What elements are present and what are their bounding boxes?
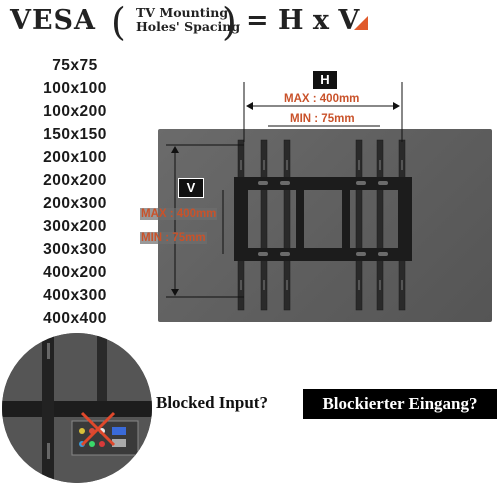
size-item: 400x200 bbox=[43, 264, 107, 281]
size-item: 200x100 bbox=[43, 149, 107, 166]
size-item: 150x150 bbox=[43, 126, 107, 143]
header-right-paren: ) bbox=[222, 0, 237, 44]
size-item: 400x300 bbox=[43, 287, 107, 304]
header-vesa: VESA bbox=[10, 5, 96, 36]
h-min-label: MIN : 75mm bbox=[290, 113, 355, 125]
header-subtitle-line2: Holes' Spacing bbox=[136, 19, 241, 34]
accent-triangle-icon bbox=[354, 16, 368, 30]
header-left-paren: ( bbox=[111, 0, 126, 44]
size-item: 300x200 bbox=[43, 218, 107, 235]
header-subtitle-line1: TV Mounting bbox=[136, 5, 229, 20]
bracket-closeup-icon bbox=[2, 333, 152, 483]
size-item: 200x300 bbox=[43, 195, 107, 212]
h-max-label: MAX : 400mm bbox=[284, 93, 360, 105]
size-item: 100x100 bbox=[43, 80, 107, 97]
blocked-input-de: Blockierter Eingang? bbox=[303, 389, 497, 419]
size-item: 200x200 bbox=[43, 172, 107, 189]
size-item: 300x300 bbox=[43, 241, 107, 258]
size-item: 400x400 bbox=[43, 310, 107, 327]
h-dimension bbox=[243, 82, 403, 142]
blocked-input-closeup bbox=[2, 333, 152, 483]
v-label: V bbox=[178, 178, 204, 198]
v-min-label: MIN : 75mm bbox=[140, 232, 207, 244]
tv-back-panel bbox=[158, 129, 492, 322]
h-label: H bbox=[312, 70, 338, 90]
v-max-label: MAX : 400mm bbox=[140, 208, 218, 220]
v-dimension bbox=[166, 144, 244, 298]
header-equation: = H x V bbox=[246, 5, 360, 36]
wall-plate bbox=[234, 177, 412, 261]
size-item: 100x200 bbox=[43, 103, 107, 120]
blocked-input-en: Blocked Input? bbox=[156, 393, 268, 412]
size-item: 75x75 bbox=[52, 57, 98, 74]
